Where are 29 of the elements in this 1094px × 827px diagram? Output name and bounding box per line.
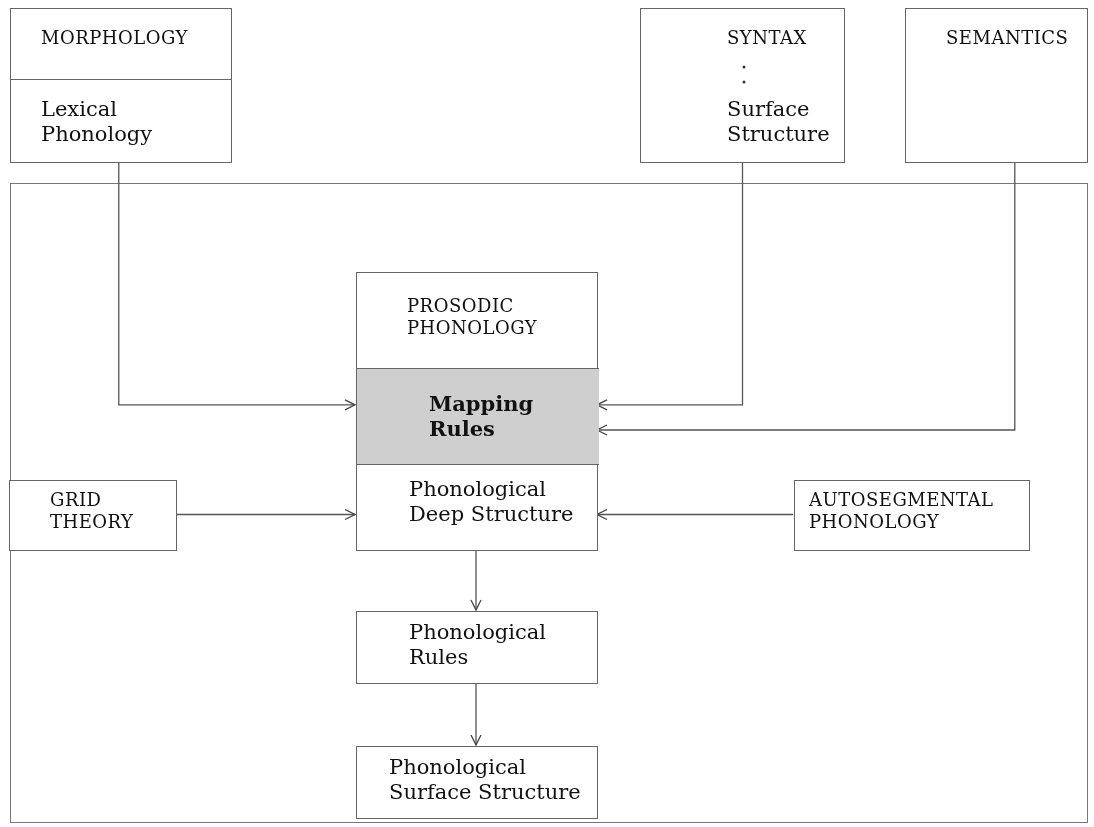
- heading-text: SEMANTICS: [946, 27, 1070, 49]
- process-box: [10, 8, 232, 163]
- arrow: [596, 162, 1016, 436]
- box-label: Mapping Rules: [429, 391, 535, 442]
- process-box: [356, 746, 598, 819]
- process-box: [905, 8, 1088, 163]
- arrow: [175, 508, 356, 521]
- heading-text: PROSODIC PHONOLOGY: [407, 295, 539, 339]
- arrow: [470, 549, 482, 611]
- process-box: [794, 480, 1030, 551]
- stack-box: [356, 272, 598, 551]
- heading-text: SYNTAX: [727, 27, 808, 49]
- arrow: [118, 162, 356, 411]
- box-label: GRID THEORY: [50, 489, 135, 533]
- frame-box: [10, 183, 1088, 823]
- process-box: [640, 8, 845, 163]
- process-box: [356, 611, 598, 684]
- arrow: [596, 508, 794, 521]
- arrow: [596, 162, 744, 411]
- body-text: Surface Structure: [727, 97, 831, 148]
- box-label: Phonological Deep Structure: [409, 477, 575, 528]
- box-label: AUTOSEGMENTAL PHONOLOGY: [809, 489, 995, 533]
- box-label: Phonological Surface Structure: [389, 755, 582, 806]
- box-label: Phonological Rules: [409, 620, 547, 671]
- arrow: [470, 682, 482, 746]
- heading-text: MORPHOLOGY: [41, 27, 189, 49]
- body-text: Lexical Phonology: [41, 97, 154, 148]
- process-box: [9, 480, 177, 551]
- shaded-box: [357, 368, 599, 465]
